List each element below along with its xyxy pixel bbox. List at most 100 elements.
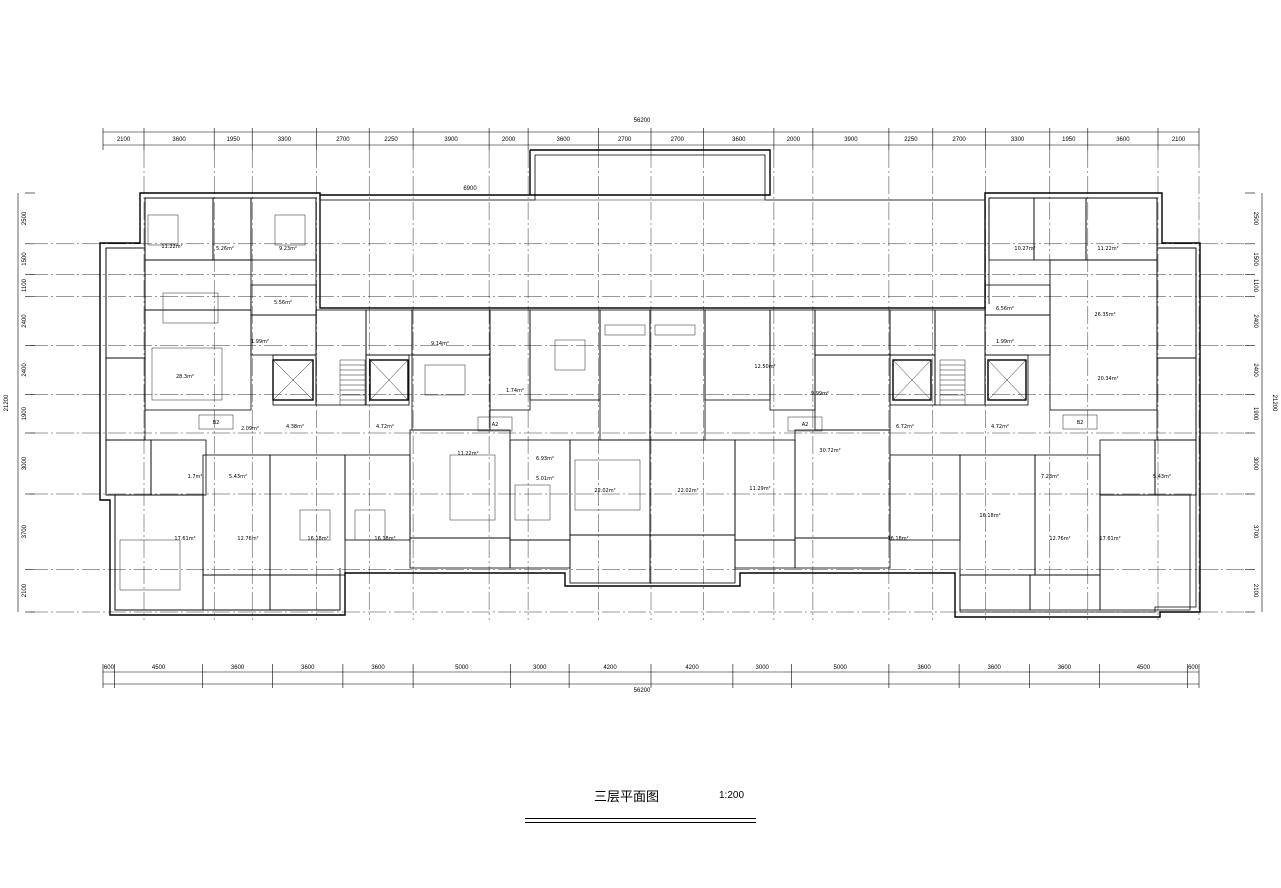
dimension-text: 1950: [227, 137, 241, 143]
dimension-text: 2400: [1252, 314, 1258, 328]
dimension-text: 3000: [22, 456, 28, 470]
room-area-label: 17.61m²: [1099, 536, 1120, 542]
bottom-dimension-texts: 600 4500 3600 3600 3600 5000 3000 4200 4200 3000 5…: [102, 664, 1200, 688]
room-area-label: 20.34m²: [1097, 376, 1118, 382]
core-stairs-elevators: [272, 359, 1027, 406]
dimension-text: 2000: [502, 137, 516, 143]
overall-right-dimension: 21200: [1271, 395, 1277, 412]
dimension-text: 1100: [22, 278, 28, 292]
room-area-label: 5.43m²: [1153, 474, 1171, 480]
dimension-text: 3700: [1252, 525, 1258, 539]
room-area-label: 11.22m²: [161, 244, 182, 250]
room-area-label: 17.61m²: [174, 536, 195, 542]
dimension-text: 3600: [1058, 665, 1072, 671]
room-area-label: 22.02m²: [677, 488, 698, 494]
unit-label-a2-right: A2: [802, 422, 809, 428]
room-area-label: 16.18m²: [374, 536, 395, 542]
dimension-text: 2100: [22, 583, 28, 597]
room-area-label: 28.3m²: [176, 374, 194, 380]
room-area-label: 12.76m²: [237, 536, 258, 542]
overall-top-dimension: 56200: [634, 118, 651, 124]
dimension-text: 2250: [384, 137, 398, 143]
dimension-text: 1900: [22, 406, 28, 420]
room-area-label: 4.72m²: [376, 424, 394, 430]
top-dimension-texts: 2100 3600 1950 3300 2700 2250 3900 2000 3600 2700…: [102, 128, 1200, 150]
dimension-text: 2700: [336, 137, 350, 143]
unit-labels: B2 A2 A2 B2: [198, 414, 1098, 432]
room-area-label: 5.43m²: [229, 474, 247, 480]
dimension-text: 3600: [557, 137, 571, 143]
room-area-label: 6.72m²: [896, 424, 914, 430]
room-area-label: 1.7m²: [188, 474, 203, 480]
dimension-text: 4200: [685, 665, 699, 671]
room-area-label: 12.76m²: [1049, 536, 1070, 542]
room-area-label: 5.26m²: [216, 246, 234, 252]
room-area-label: 1.99m²: [251, 339, 269, 345]
axis-grid-lines: [30, 150, 1250, 620]
dimension-text: 3000: [533, 665, 547, 671]
room-area-label: 16.18m²: [979, 513, 1000, 519]
room-area-label: 11.22m²: [1097, 246, 1118, 252]
interior-walls: [105, 197, 1197, 611]
dimension-text: 3300: [278, 137, 292, 143]
dimension-text: 3600: [371, 665, 385, 671]
dimension-text: 3900: [844, 137, 858, 143]
overall-left-dimension: 21200: [4, 394, 10, 411]
dimension-text: 3600: [172, 137, 186, 143]
dimension-text: 1100: [1252, 279, 1258, 293]
dimension-text: 3600: [301, 665, 315, 671]
dimension-text: 1500: [1252, 252, 1258, 266]
room-area-label: 10.27m²: [1014, 246, 1035, 252]
room-area-label: 16.18m²: [887, 536, 908, 542]
dimension-text: 5000: [455, 665, 469, 671]
court-width-dimension: 6900: [463, 186, 477, 192]
unit-label-a2-left: A2: [492, 422, 499, 428]
furniture: [119, 214, 696, 591]
room-area-label: 7.23m²: [1041, 474, 1059, 480]
title-underline: [525, 818, 756, 819]
dimension-text: 600: [104, 665, 115, 671]
dimension-text: 1500: [22, 252, 28, 266]
room-area-label: 12.50m²: [754, 364, 775, 370]
dimension-text: 2100: [1252, 584, 1258, 598]
drawing-scale: 1:200: [719, 790, 745, 801]
dimension-text: 2100: [1172, 137, 1186, 143]
dimension-text: 2700: [671, 137, 685, 143]
drawing-title: 三层平面图: [594, 790, 660, 805]
room-area-label: 26.35m²: [1094, 312, 1115, 318]
room-area-label: 1.99m²: [996, 339, 1014, 345]
room-area-label: 9.99m²: [811, 391, 829, 397]
room-area-label: 6.93m²: [536, 456, 554, 462]
room-area-label: 30.72m²: [819, 448, 840, 454]
room-area-label: 5.01m²: [536, 476, 554, 482]
dimension-text: 4500: [152, 665, 166, 671]
dimension-text: 3600: [732, 137, 746, 143]
dimension-text: 3300: [1011, 137, 1025, 143]
room-area-label: 9.14m²: [431, 341, 449, 347]
dimension-text: 3600: [1116, 137, 1130, 143]
dimension-text: 4200: [603, 665, 617, 671]
dimension-text: 5000: [834, 665, 848, 671]
title-underline-thin: [525, 822, 756, 823]
dimension-text: 2100: [117, 137, 131, 143]
room-area-label: 11.22m²: [457, 451, 478, 457]
dimension-text: 2500: [22, 211, 28, 225]
room-area-label: 4.72m²: [991, 424, 1009, 430]
dimension-text: 3600: [231, 665, 245, 671]
unit-label-b2-left: B2: [213, 420, 220, 426]
dimension-text: 2400: [1252, 363, 1258, 377]
unit-label-b2-right: B2: [1077, 420, 1084, 426]
dimension-text: 2400: [22, 363, 28, 377]
overall-bottom-dimension: 56200: [634, 688, 651, 694]
room-area-label: 2.09m²: [241, 426, 259, 432]
dimension-text: 1950: [1062, 137, 1076, 143]
dimension-text: 3900: [444, 137, 458, 143]
dimension-text: 3000: [756, 665, 770, 671]
dimension-text: 3000: [1252, 457, 1258, 471]
dimension-lines: [17, 131, 1263, 685]
room-area-label: 4.38m²: [286, 424, 304, 430]
dimension-text: 4500: [1137, 665, 1151, 671]
